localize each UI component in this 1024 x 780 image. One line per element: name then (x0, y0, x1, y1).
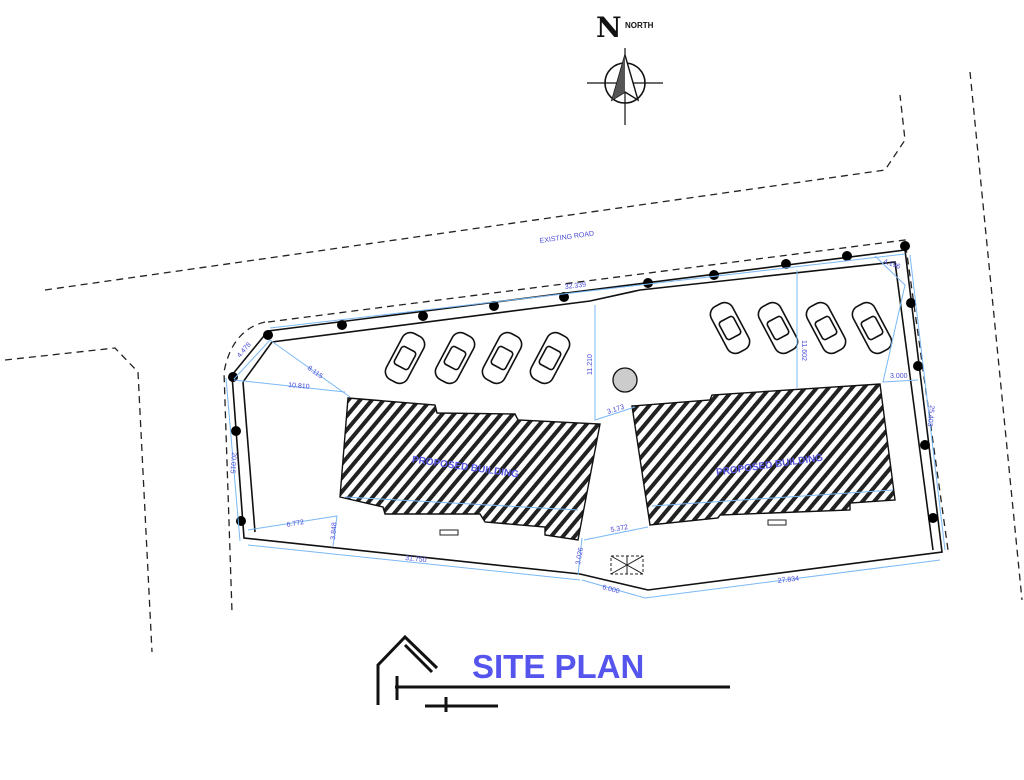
dim-bottom-right: 27.834 (777, 575, 799, 585)
dim-left-bottom-setback: 3.848 (330, 522, 339, 540)
road-label: EXISTING ROAD (539, 230, 594, 245)
gate-icon (767, 519, 787, 526)
house-logo-icon (376, 634, 730, 712)
compass-label: NORTH (625, 21, 654, 30)
road-edges (4, 71, 1023, 653)
plot-boundary (231, 249, 943, 591)
dim-bottom-left: 31.750 (405, 555, 427, 564)
dim-gap-top: 3.173 (606, 404, 625, 416)
dim-right-side: 25.403 (926, 405, 935, 427)
dim-gap-bottom: 5.372 (610, 524, 629, 534)
dim-left-side: 20.015 (229, 452, 237, 474)
dim-ne-chamfer: 4.196 (882, 258, 901, 271)
dim-bottom-mid: 6.000 (601, 584, 620, 595)
dim-right-vertical: 11.602 (800, 340, 807, 361)
dim-nw-chamfer: 4.478 (236, 341, 253, 359)
dim-bottom-notch: 3.026 (575, 547, 585, 566)
proposed-building-west (339, 397, 601, 541)
boundary-posts (228, 241, 938, 526)
gate-icon (439, 529, 459, 536)
dim-diag-b: 10.810 (288, 382, 310, 391)
dimension-lines (225, 253, 946, 599)
parking-cars-west (384, 331, 571, 385)
tree-icon (612, 367, 638, 393)
proposed-building-east (631, 383, 896, 526)
north-compass-icon (587, 48, 663, 125)
parking-cars-east (709, 301, 893, 355)
dim-left-setback: 6.772 (286, 519, 305, 529)
dim-diag-a: 8.115 (306, 365, 324, 381)
page-title: SITE PLAN (472, 648, 644, 685)
dim-top-boundary: 32.339 (564, 281, 586, 291)
dim-right-setback: 3.000 (890, 373, 908, 380)
compass-letter: N (596, 11, 622, 44)
water-tank-icon (610, 555, 644, 575)
dim-center-vertical: 11.210 (587, 354, 594, 375)
